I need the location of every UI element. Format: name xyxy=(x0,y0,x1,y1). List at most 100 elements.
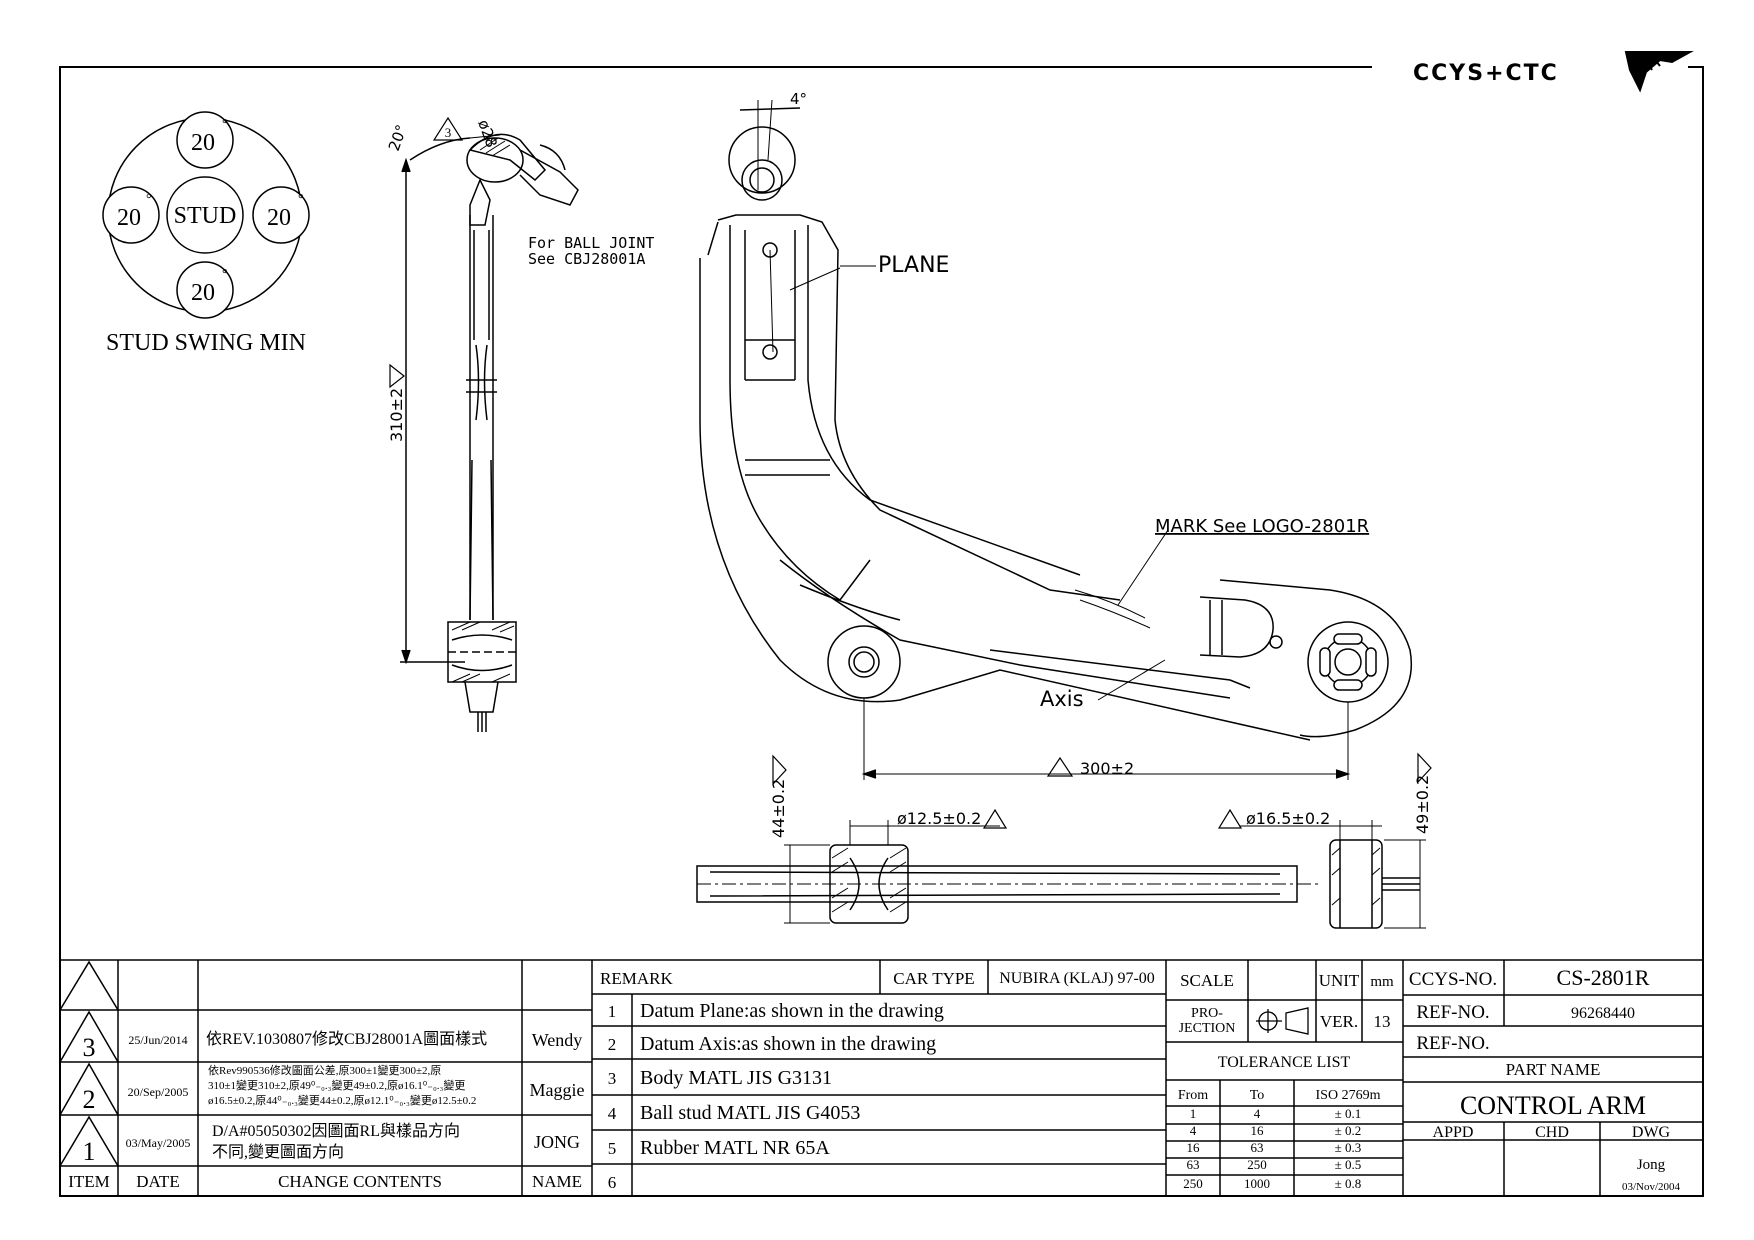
tolerance-title: TOLERANCE LIST xyxy=(1218,1054,1351,1071)
tol-to-5: 1000 xyxy=(1244,1176,1270,1191)
projection-symbol-icon xyxy=(1256,1007,1309,1035)
rev-date-2: 20/Sep/2005 xyxy=(128,1085,189,1099)
dwg-date: 03/Nov/2004 xyxy=(1622,1181,1681,1193)
remark-num-1: 1 xyxy=(608,1002,617,1021)
tolerance-header-from: From xyxy=(1178,1088,1208,1103)
remark-num-3: 3 xyxy=(608,1069,617,1088)
tol-to-1: 4 xyxy=(1254,1106,1261,1121)
stud-swing-right: 20 xyxy=(267,205,291,231)
stud-swing-diagram xyxy=(102,111,310,319)
rev-item-2: 2 xyxy=(83,1085,96,1114)
span-datum-triangle xyxy=(1046,756,1074,777)
remark-text-3: Body MATL JIS G3131 xyxy=(640,1067,832,1089)
rev-header-item: ITEM xyxy=(68,1172,110,1191)
tol-to-2: 16 xyxy=(1251,1123,1265,1138)
company-logo: CCYS+CTC xyxy=(1413,51,1694,93)
mark-label: MARK See LOGO-2801R xyxy=(1155,516,1369,537)
plane-label: PLANE xyxy=(878,253,949,278)
left-diameter-datum-triangle xyxy=(982,808,1008,829)
unit-label: UNIT xyxy=(1319,971,1360,990)
ref-no-label: REF-NO. xyxy=(1416,1002,1489,1023)
left-height-datum-triangle xyxy=(772,754,787,786)
remark-text-4: Ball stud MATL JIS G4053 xyxy=(640,1102,860,1124)
car-type-value: NUBIRA (KLAJ) 97-00 xyxy=(999,970,1155,987)
rev-content-1-line2: 不同,變更圖面方向 xyxy=(212,1143,344,1161)
left-diameter-label: ø12.5±0.2 xyxy=(897,809,981,828)
span-label: 300±2 xyxy=(1080,759,1134,778)
appd-label: APPD xyxy=(1433,1124,1474,1141)
rev-date-1: 03/May/2005 xyxy=(126,1136,191,1150)
part-name-label: PART NAME xyxy=(1506,1060,1601,1079)
remark-num-6: 6 xyxy=(608,1173,617,1192)
remark-text-5: Rubber MATL NR 65A xyxy=(640,1137,830,1159)
degree-mark-top: ° xyxy=(222,117,228,132)
side-rev-mark: 3 xyxy=(445,125,452,140)
control-arm-top-view xyxy=(699,99,1412,780)
projection-label-1: PRO- xyxy=(1191,1006,1223,1021)
rev-header-name: NAME xyxy=(532,1172,582,1191)
tol-from-4: 63 xyxy=(1187,1157,1200,1172)
tolerance-rows: 1 4 ± 0.1 4 16 ± 0.2 16 63 ± 0.3 63 250 … xyxy=(1183,1106,1361,1191)
dwg-name: Jong xyxy=(1637,1157,1666,1173)
tol-val-2: ± 0.2 xyxy=(1335,1123,1362,1138)
axis-label: Axis xyxy=(1040,687,1084,711)
side-diameter-label: ø28 xyxy=(474,117,501,150)
ccys-no-label: CCYS-NO. xyxy=(1409,969,1497,990)
tolerance-header-to: To xyxy=(1250,1088,1265,1103)
car-type-label: CAR TYPE xyxy=(893,969,974,988)
rev-header-date: DATE xyxy=(136,1172,179,1191)
rev-header-contents: CHANGE CONTENTS xyxy=(278,1172,442,1191)
dwg-label: DWG xyxy=(1632,1124,1671,1141)
degree-mark-bottom: ° xyxy=(222,267,228,282)
remark-text-1: Datum Plane:as shown in the drawing xyxy=(640,1000,944,1022)
stud-label: STUD xyxy=(174,203,237,229)
ref-no-label-2: REF-NO. xyxy=(1416,1033,1489,1054)
degree-mark-right: ° xyxy=(298,192,304,207)
rev-triangle-3-side xyxy=(432,116,464,141)
tol-to-4: 250 xyxy=(1247,1157,1267,1172)
remark-text-2: Datum Axis:as shown in the drawing xyxy=(640,1033,936,1055)
length-dim: 310±2 xyxy=(387,363,406,442)
left-height-label: 44±0.2 xyxy=(769,779,788,838)
ball-joint-note-line2: See CBJ28001A xyxy=(528,250,645,268)
rev-content-1-line1: D/A#05050302因圖面RL與樣品方向 xyxy=(212,1122,460,1140)
unit-value: mm xyxy=(1370,974,1394,990)
scale-label: SCALE xyxy=(1180,971,1234,990)
chd-label: CHD xyxy=(1535,1124,1569,1141)
ref-no-value: 96268440 xyxy=(1571,1005,1635,1022)
rev-name-2: Maggie xyxy=(530,1080,585,1100)
title-block-grid xyxy=(59,959,1703,1196)
tol-to-3: 63 xyxy=(1251,1140,1264,1155)
top-angle-label: 4° xyxy=(790,90,807,108)
rev-item-1: 1 xyxy=(83,1137,96,1166)
stud-swing-top: 20 xyxy=(191,130,215,156)
tol-val-1: ± 0.1 xyxy=(1335,1106,1362,1121)
tol-val-4: ± 0.5 xyxy=(1335,1157,1362,1172)
right-diameter-datum-triangle xyxy=(1217,808,1243,829)
right-height-label: 49±0.2 xyxy=(1413,775,1432,834)
tol-from-1: 1 xyxy=(1190,1106,1197,1121)
side-view-drawing xyxy=(400,133,579,732)
tol-val-3: ± 0.3 xyxy=(1335,1140,1362,1155)
part-name-value: CONTROL ARM xyxy=(1460,1091,1646,1120)
rev-content-2-line3: ø16.5±0.2,原44⁰₋₀.₃變更44±0.2,原ø12.1⁰₋₀.₃變更… xyxy=(208,1093,476,1107)
rev-item-3: 3 xyxy=(83,1033,96,1062)
ball-joint-note-line1: For BALL JOINT xyxy=(528,234,654,252)
stud-swing-left: 20 xyxy=(117,205,141,231)
projection-label-2: JECTION xyxy=(1179,1021,1236,1036)
ver-label: VER. xyxy=(1320,1012,1358,1031)
right-diameter-label: ø16.5±0.2 xyxy=(1246,809,1330,828)
rev-name-1: JONG xyxy=(534,1132,580,1152)
tolerance-header-iso: ISO 2769m xyxy=(1316,1088,1381,1103)
tol-from-3: 16 xyxy=(1187,1140,1201,1155)
rev-date-3: 25/Jun/2014 xyxy=(128,1033,187,1047)
rev-content-2-line2: 310±1變更310±2,原49⁰₋₀.₃變更49±0.2,原ø16.1⁰₋₀.… xyxy=(208,1078,465,1092)
rev-content-2-line1: 依Rev990536修改圖面公差,原300±1變更300±2,原 xyxy=(208,1063,441,1077)
side-length-label: 310±2 xyxy=(387,388,406,442)
tol-val-5: ± 0.8 xyxy=(1335,1176,1362,1191)
remark-header: REMARK xyxy=(600,969,673,988)
right-height-datum-triangle xyxy=(1417,752,1432,784)
rev-content-3: 依REV.1030807修改CBJ28001A圖面樣式 xyxy=(206,1030,487,1048)
stud-swing-caption: STUD SWING MIN xyxy=(106,330,306,356)
